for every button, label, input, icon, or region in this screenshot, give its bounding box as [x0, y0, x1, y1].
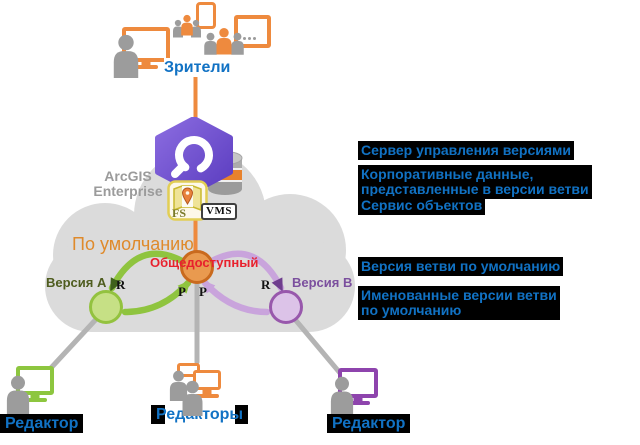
viewer-person-icon: [216, 28, 232, 55]
editor-person-icon: [330, 376, 354, 416]
viewer-person-icon: [204, 32, 217, 55]
editor-person-icon: [169, 370, 188, 401]
version-a-label: Версия A: [46, 275, 107, 290]
public-version-label: Общедоступный: [150, 255, 259, 270]
default-label: По умолчанию: [72, 234, 194, 254]
post-marker-right: P: [199, 284, 207, 299]
version-b-label: Версия B: [292, 275, 353, 290]
viewer-person-icon: [181, 14, 193, 36]
editor-person-icon: [182, 380, 203, 416]
version-a-node: [89, 290, 123, 324]
tv-buttons-icon: [243, 37, 246, 40]
fs-badge-text: FS: [172, 206, 186, 220]
editor-left-label: Редактор: [0, 414, 84, 433]
editor-person-icon: [6, 375, 30, 415]
editor-right-label: Редактор: [327, 414, 411, 433]
viewers-label: Зрители: [164, 58, 231, 77]
editor-monitor-icon: [193, 370, 221, 390]
viewer-person-icon: [113, 34, 139, 78]
reconcile-marker-right: R: [261, 277, 271, 292]
public-version-node: [180, 250, 214, 284]
viewer-person-icon: [173, 19, 183, 38]
platform-name: ArcGIS Enterprise: [93, 168, 163, 199]
viewer-person-icon: [231, 32, 244, 55]
branch-arrows: [108, 250, 285, 316]
feature-service-icon: FS: [167, 180, 208, 221]
post-marker-left: P: [178, 284, 186, 299]
viewer-person-icon: [191, 19, 201, 38]
version-b-node: [269, 290, 303, 324]
editor-connector-lines: [47, 279, 343, 376]
annotation-feature-service: Сервис объектов: [358, 196, 486, 215]
vms-badge: VMS: [201, 203, 237, 220]
viewer-tablet-icon: [196, 2, 216, 29]
annotation-named-branch-versions: Именованные версии ветви по умолчанию: [358, 286, 560, 320]
reconcile-marker-left: R: [116, 277, 126, 292]
annotation-version-server: Сервер управления версиями: [358, 141, 574, 160]
annotation-enterprise-data: Корпоративные данные, представленные в в…: [358, 165, 592, 199]
annotation-default-branch-version: Версия ветви по умолчанию: [358, 257, 564, 276]
